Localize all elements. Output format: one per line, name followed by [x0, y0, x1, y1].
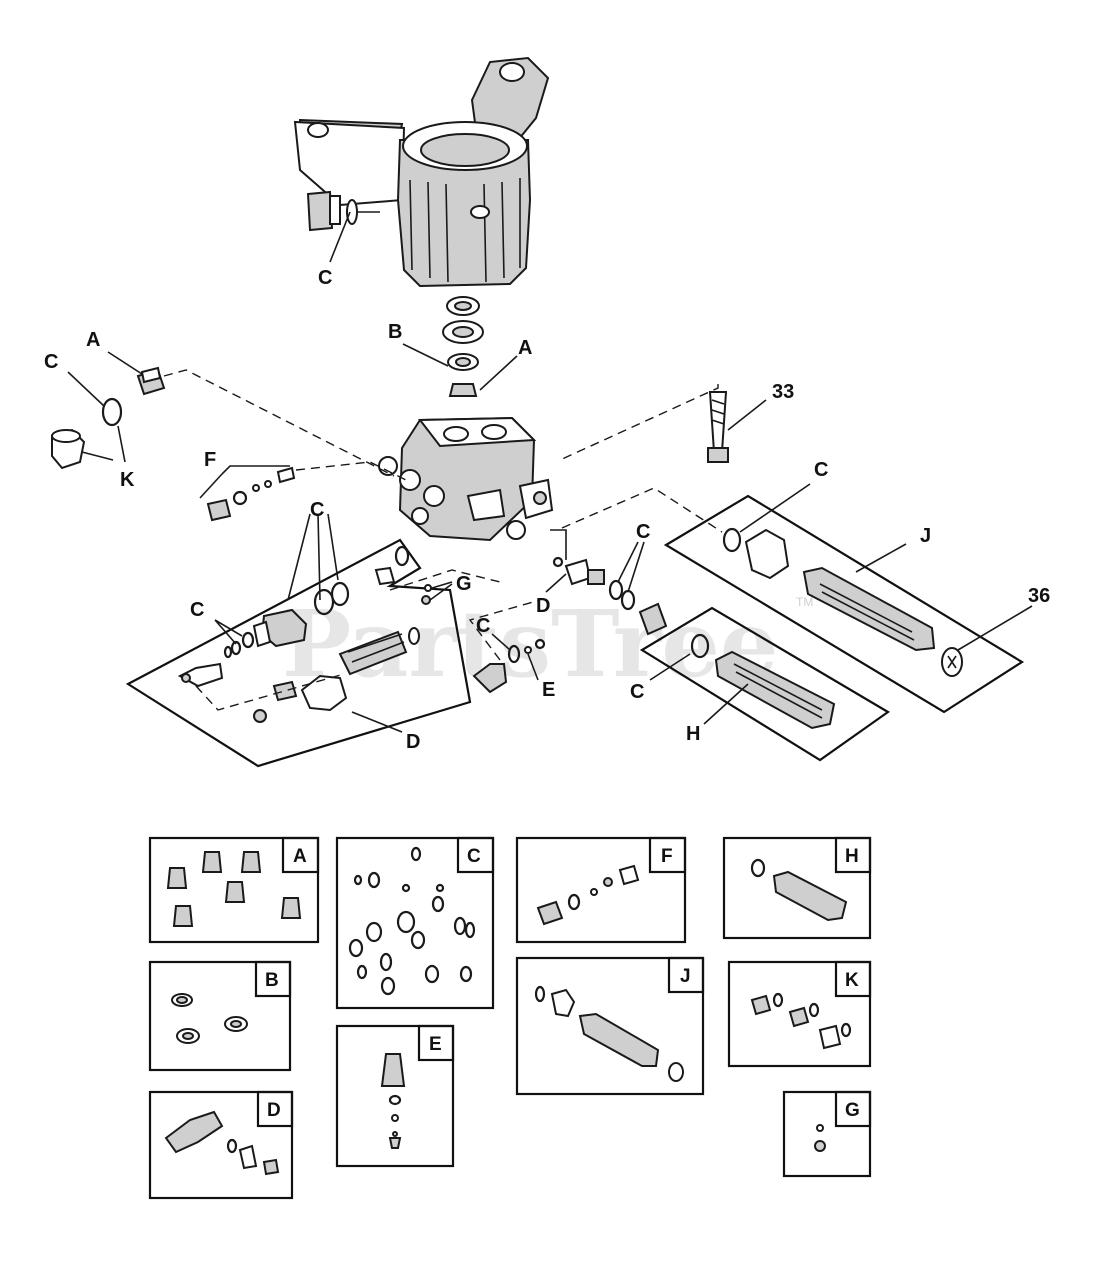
callout-c-housing: C [318, 267, 332, 289]
callout-c-j: C [814, 459, 828, 481]
kit-d: D [148, 1090, 294, 1200]
trademark: TM [796, 595, 813, 609]
e-parts [468, 599, 546, 694]
callout-h: H [686, 723, 700, 745]
kit-h: H [722, 836, 872, 940]
j-kit-box [561, 483, 1033, 714]
kit-label-c: C [467, 846, 481, 867]
kit-label-g: G [845, 1100, 860, 1121]
unloader-kit-box-d [125, 513, 472, 768]
kit-label-f: F [661, 846, 673, 867]
kit-k: K [727, 960, 872, 1068]
kit-label-j: J [680, 966, 691, 987]
manifold-body [378, 416, 554, 542]
callout-36: 36 [1028, 585, 1050, 607]
kit-label-d: D [267, 1100, 281, 1121]
kit-j: J [515, 956, 705, 1096]
callout-j: J [920, 525, 931, 547]
callout-k-left: K [120, 469, 135, 491]
kit-label-h: H [845, 846, 859, 867]
callout-f: F [204, 449, 216, 471]
kit-c: C [335, 836, 495, 1010]
kit-f: F [515, 836, 687, 944]
kit-label-k: K [845, 970, 859, 991]
g-parts [389, 569, 501, 605]
callout-d-mid: D [536, 595, 550, 617]
callout-b-seals: B [388, 321, 402, 343]
kit-b: B [148, 960, 292, 1072]
crankcase-housing [293, 56, 550, 288]
kit-a: A [148, 836, 320, 944]
unloader-f-parts [199, 461, 411, 522]
callout-c-unloader: C [190, 599, 204, 621]
callout-c-mid: C [310, 499, 324, 521]
callout-c-h: C [630, 681, 644, 703]
kit-g: G [782, 1090, 872, 1178]
unloader-center-parts [545, 529, 668, 636]
callout-a-top: A [518, 337, 532, 359]
bolt-33 [559, 384, 767, 463]
kit-label-a: A [293, 846, 307, 867]
callout-33: 33 [772, 381, 794, 403]
kit-e: E [335, 1024, 455, 1168]
callout-c-d-right: C [636, 521, 650, 543]
callout-c-left: C [44, 351, 58, 373]
kit-label-b: B [265, 970, 279, 991]
left-plug-group [51, 351, 395, 477]
callout-g: G [456, 573, 472, 595]
seal-stack [402, 296, 518, 397]
callout-d-bottom: D [406, 731, 420, 753]
callout-a-left: A [86, 329, 100, 351]
watermark: PartsTree [282, 590, 778, 698]
kit-label-e: E [429, 1034, 442, 1055]
h-kit-box [639, 606, 891, 762]
callout-e: E [542, 679, 555, 701]
callout-c-e: C [476, 615, 490, 637]
